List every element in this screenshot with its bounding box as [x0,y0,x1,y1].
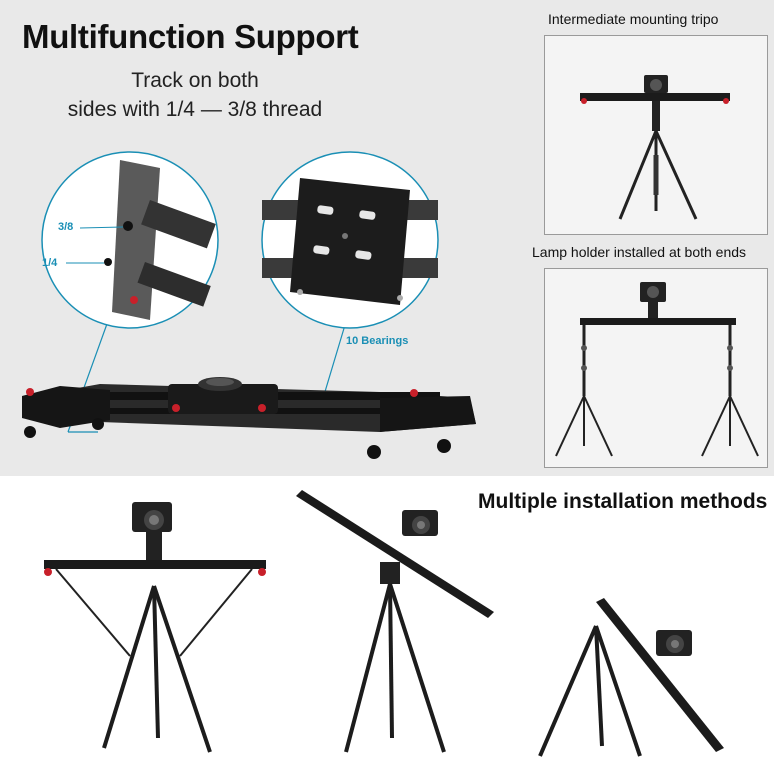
subtitle-line-2: sides with 1/4 — 3/8 thread [67,98,323,121]
vertical-setup [538,598,724,757]
callout-1-4: 1/4 [42,257,58,269]
lamp-caption: Lamp holder installed at both ends [532,244,747,260]
subtitle: Track on both sides with 1/4 — 3/8 threa… [40,66,350,124]
intermediate-tripod-illustration [580,75,730,220]
horizontal-setup [44,502,266,753]
callout-3-8: 3/8 [58,221,74,233]
installation-methods-illustration [44,490,724,757]
lamp-holder-illustration [555,282,759,457]
callout-bearings: 10 Bearings [346,335,409,347]
tripod-caption: Intermediate mounting tripo [548,11,719,27]
tilted-setup [296,490,494,753]
page-title: Multifunction Support [22,18,359,55]
bottom-panel [0,476,774,768]
installation-methods-caption: Multiple installation methods [478,490,768,513]
slider-product-illustration [22,151,476,459]
subtitle-line-1: Track on both [131,69,259,92]
